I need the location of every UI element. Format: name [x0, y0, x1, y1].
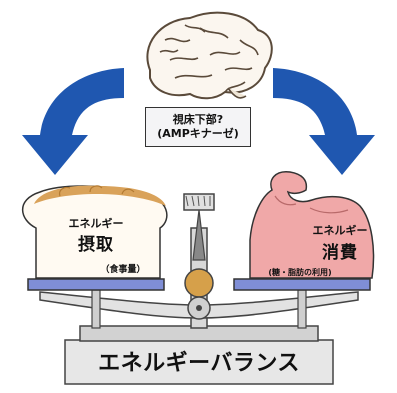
intake-note: （食事量）	[100, 265, 146, 275]
ampk-label: (AMPキナーゼ)	[157, 127, 239, 140]
down-arrow-icon	[22, 68, 124, 175]
muscle-arm-icon	[249, 171, 375, 279]
expenditure-note: (糖・脂肪の利用)	[268, 268, 332, 277]
expenditure-title: 消費	[322, 243, 358, 263]
expenditure-energy-label: エネルギー	[312, 224, 368, 237]
down-arrow-icon	[273, 68, 375, 175]
hypothalamus-box: 視床下部? (AMPキナーゼ)	[145, 107, 251, 147]
bread-icon	[22, 185, 168, 279]
intake-title: 摂取	[78, 235, 114, 255]
energy-balance-title: エネルギーバランス	[98, 351, 300, 376]
intake-energy-label: エネルギー	[68, 217, 124, 230]
balance-scale-icon	[27, 193, 371, 385]
brain-icon	[146, 11, 273, 100]
hypothalamus-label: 視床下部?	[172, 113, 224, 126]
